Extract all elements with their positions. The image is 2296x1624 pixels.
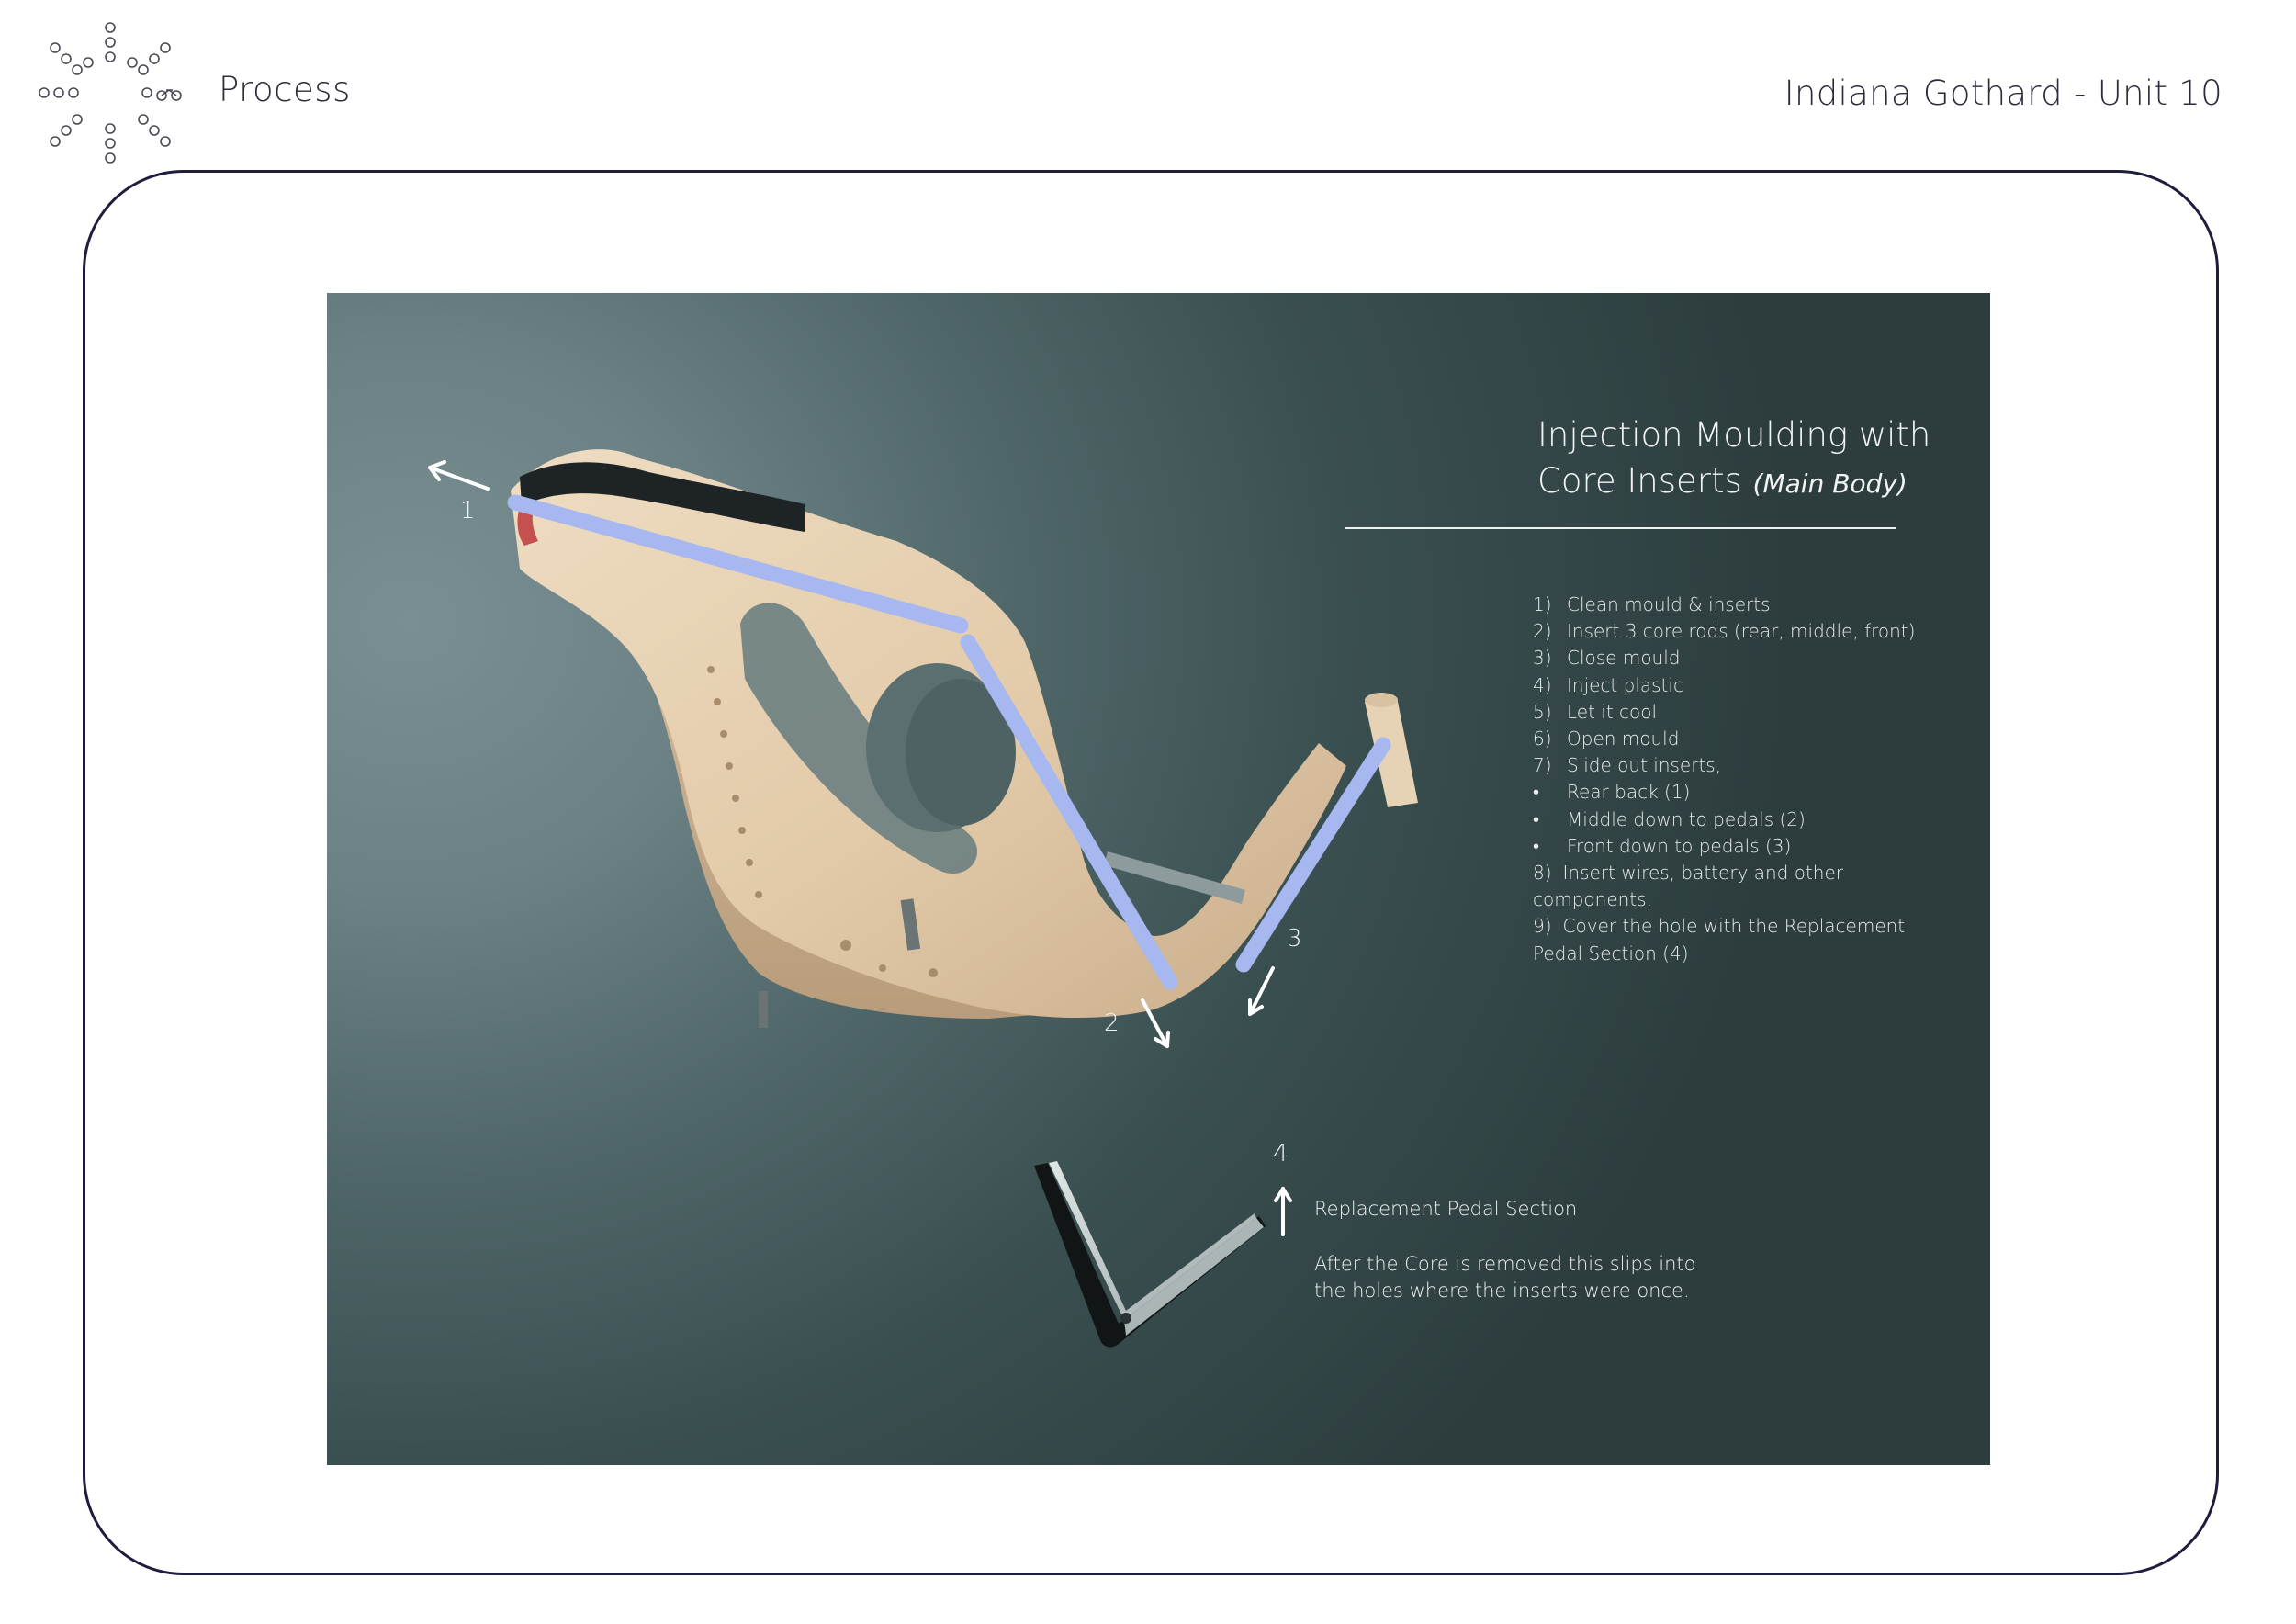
- arrow-1-icon: [428, 460, 490, 491]
- process-steps-list: 1)Clean mould & inserts 2)Insert 3 core …: [1533, 592, 1937, 967]
- title-divider: [1345, 527, 1896, 529]
- list-item: 5)Let it cool: [1533, 700, 1658, 723]
- arrow-4-icon: [1274, 1187, 1292, 1236]
- list-item: 9)Cover the hole with the Replacement Pe…: [1533, 915, 1906, 964]
- list-item: 3)Close mould: [1533, 647, 1681, 670]
- marker-3-label: 3: [1287, 925, 1302, 953]
- content-frame: [83, 170, 2219, 1575]
- replacement-description: After the Core is removed this slips int…: [1314, 1253, 1696, 1302]
- marker-4-label: 4: [1273, 1140, 1289, 1167]
- render-panel: Injection Moulding with Core Inserts (Ma…: [327, 293, 1990, 1465]
- list-item: 2)Insert 3 core rods (rear, middle, fron…: [1533, 620, 1916, 643]
- core-rods: [507, 494, 1391, 990]
- frame-render-illustration: [428, 449, 1418, 1348]
- list-item: 4)Inject plastic: [1533, 673, 1683, 696]
- arrow-icons: [428, 460, 1292, 1236]
- logo-icon: [39, 22, 182, 164]
- page-title: Process: [219, 70, 351, 109]
- arrow-3-icon: [1248, 966, 1275, 1016]
- list-item: •Middle down to pedals (2): [1533, 807, 1806, 830]
- replacement-title: Replacement Pedal Section: [1314, 1198, 1578, 1220]
- list-item: •Front down to pedals (3): [1533, 834, 1792, 857]
- list-item: •Rear back (1): [1533, 781, 1691, 804]
- replacement-pedal-section: [1034, 1161, 1266, 1348]
- list-item: 1)Clean mould & inserts: [1533, 593, 1771, 615]
- list-item: 8)Insert wires, battery and other compon…: [1533, 862, 1844, 911]
- panel-title: Injection Moulding with Core Inserts (Ma…: [1537, 415, 1931, 501]
- arrow-2-icon: [1141, 998, 1170, 1048]
- list-item: 6)Open mould: [1533, 727, 1680, 750]
- list-item: 7)Slide out inserts,: [1533, 754, 1722, 777]
- marker-1-label: 1: [460, 497, 476, 524]
- author-label: Indiana Gothard - Unit 10: [1784, 73, 2223, 113]
- marker-2-label: 2: [1104, 1009, 1120, 1037]
- bike-frame-body: [511, 449, 1418, 1028]
